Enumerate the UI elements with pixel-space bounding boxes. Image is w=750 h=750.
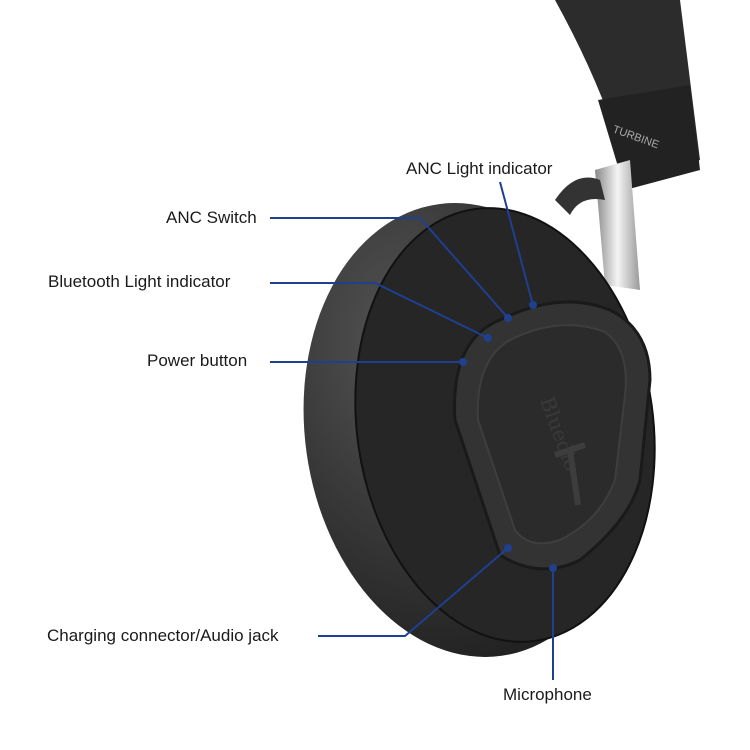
ear-cup: Bluedio	[303, 203, 656, 657]
dot-charging	[504, 544, 512, 552]
label-bluetooth-light: Bluetooth Light indicator	[48, 272, 231, 291]
label-power-button: Power button	[147, 351, 248, 370]
headband: TURBINE	[555, 0, 700, 290]
label-microphone: Microphone	[503, 685, 592, 704]
dot-bt-light	[484, 334, 492, 342]
dot-anc-light	[529, 301, 537, 309]
leader-charging	[318, 547, 509, 637]
label-anc-light: ANC Light indicator	[406, 159, 553, 178]
dot-power	[459, 358, 467, 366]
leader-anc-light	[499, 181, 534, 306]
dot-anc-switch	[504, 314, 512, 322]
leader-anc-switch	[270, 217, 509, 319]
label-charging-connector: Charging connector/Audio jack	[47, 626, 279, 645]
leader-bt-light	[270, 282, 489, 339]
label-anc-switch: ANC Switch	[166, 208, 257, 227]
dot-microphone	[549, 564, 557, 572]
